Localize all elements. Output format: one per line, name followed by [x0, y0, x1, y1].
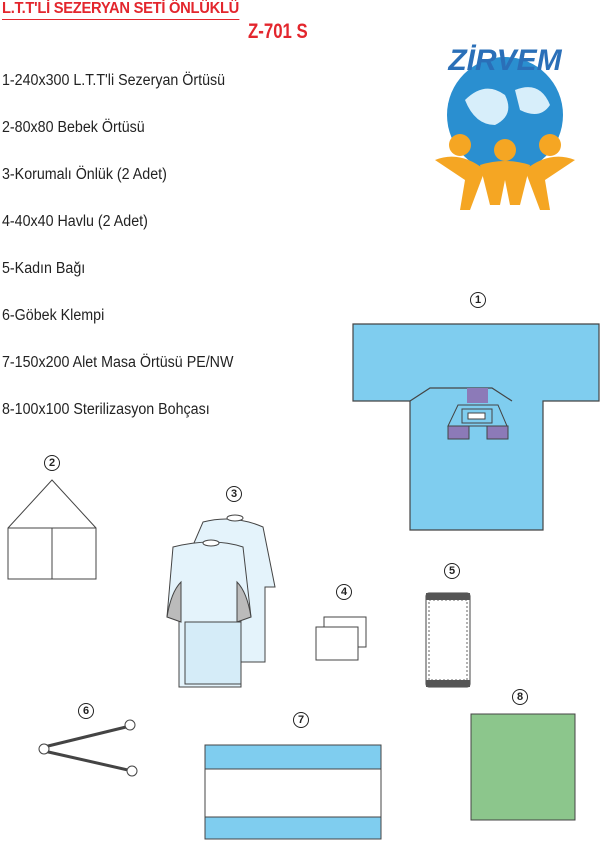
product-code: Z-701 S [248, 20, 308, 43]
marker-7: 7 [293, 712, 309, 728]
logo-text: ZİRVEM [447, 44, 562, 77]
item-4: 4-40x40 Havlu (2 Adet) [2, 213, 148, 230]
zirvem-logo: ZİRVEM [435, 44, 575, 210]
baby-drape-illustration [7, 479, 97, 580]
sterilization-wrap-illustration [470, 713, 576, 821]
item-2: 2-80x80 Bebek Örtüsü [2, 119, 145, 136]
marker-8: 8 [512, 689, 528, 705]
item-6: 6-Göbek Klempi [2, 307, 105, 324]
womens-band-illustration [425, 592, 471, 688]
gown-illustration [166, 514, 276, 688]
sezaryan-drape-illustration [352, 323, 600, 531]
marker-5: 5 [444, 563, 460, 579]
item-7: 7-150x200 Alet Masa Örtüsü PE/NW [2, 354, 234, 371]
item-1: 1-240x300 L.T.T'li Sezeryan Örtüsü [2, 72, 226, 89]
item-5: 5-Kadın Bağı [2, 260, 86, 277]
marker-1: 1 [470, 292, 486, 308]
item-3: 3-Korumalı Önlük (2 Adet) [2, 166, 167, 183]
marker-6: 6 [78, 703, 94, 719]
item-8: 8-100x100 Sterilizasyon Bohçası [2, 401, 210, 418]
instrument-table-cover-illustration [204, 744, 382, 840]
marker-4: 4 [336, 584, 352, 600]
towel-illustration [315, 616, 367, 661]
umbilical-clamp-illustration [38, 719, 138, 777]
marker-3: 3 [226, 486, 242, 502]
marker-2: 2 [44, 455, 60, 471]
product-title: L.T.T'Lİ SEZERYAN SETİ ÖNLÜKLÜ [2, 0, 239, 20]
